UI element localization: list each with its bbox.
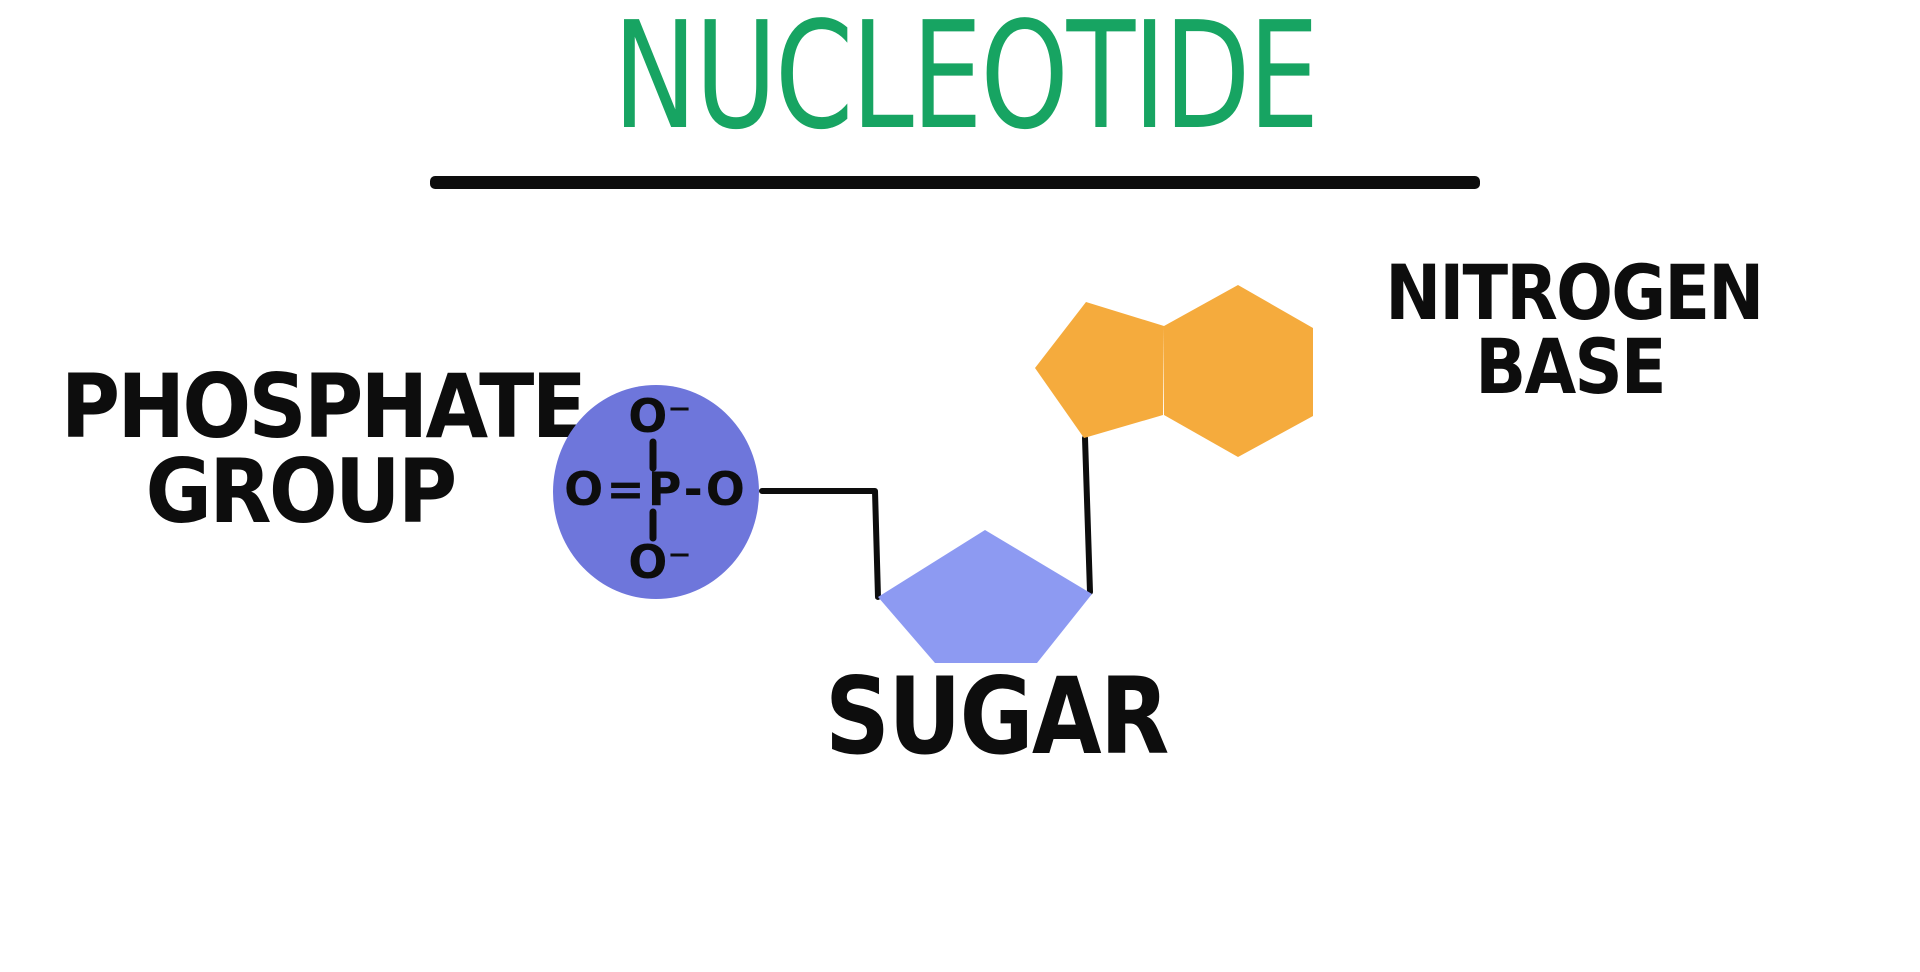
phosphate-group-label-line2: GROUP [145,440,458,544]
phosphate-group-label: PHOSPHATE GROUP [60,355,587,544]
sugar-pentagon [878,530,1092,663]
phosphate-sugar-bond-line [759,488,881,600]
phosphate-bottom-oxygen-text: O⁻ [628,535,691,589]
diagram-title: NUCLEOTIDE [612,0,1319,162]
title-underline [430,176,1480,189]
nitrogen-base-hexagon [1164,285,1313,457]
phosphate-top-oxygen-text: O⁻ [628,389,691,443]
nitrogen-base-label: NITROGEN BASE [1385,248,1764,411]
nitrogen-base-pentagon [1035,302,1164,438]
sugar-base-bond-line [1082,435,1093,595]
phosphate-middle-formula-text: O=P-O [564,462,748,516]
phosphate-circle [553,385,759,599]
phosphate-group-label-line1: PHOSPHATE [60,355,587,458]
sugar-label: SUGAR [825,655,1169,778]
nitrogen-base-label-line1: NITROGEN [1385,248,1764,337]
nitrogen-base-label-line2: BASE [1475,321,1666,411]
